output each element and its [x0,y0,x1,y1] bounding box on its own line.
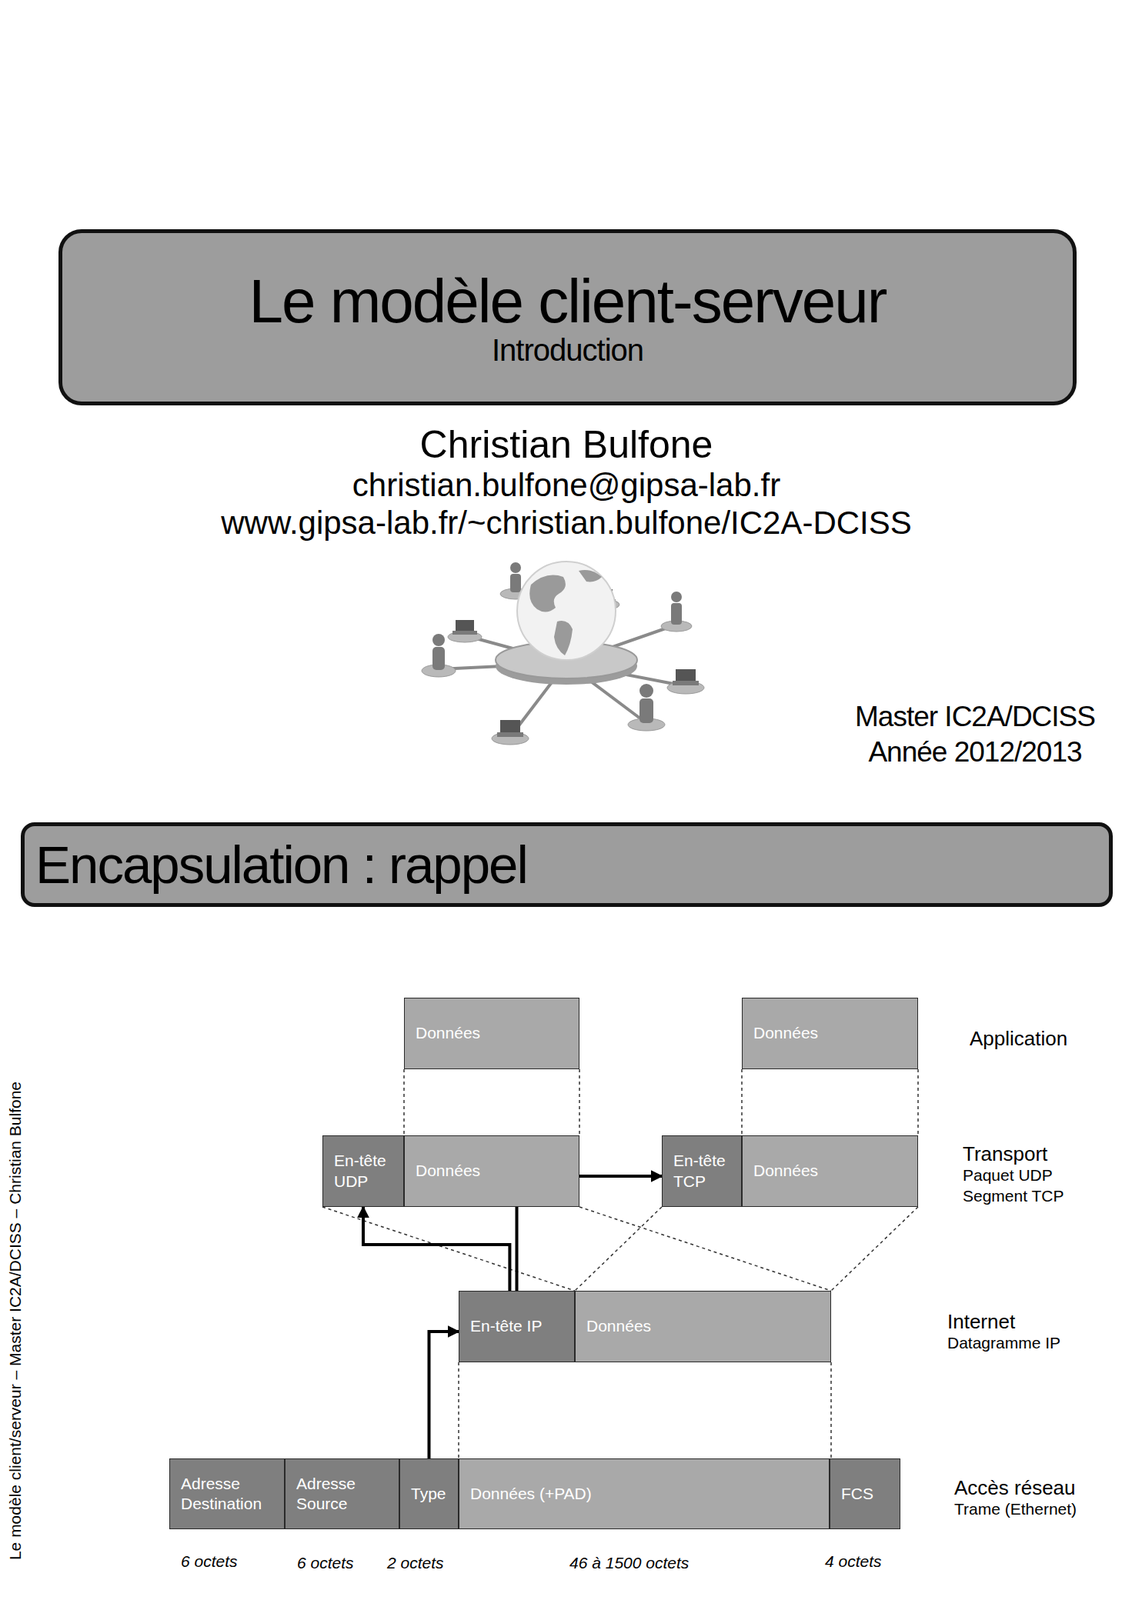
size-label: 6 octets [297,1554,354,1573]
section-text: Encapsulation : rappel [35,834,528,896]
section-heading: Encapsulation : rappel [20,822,1113,908]
header-field: En-tête UDP [322,1135,405,1208]
frame-field: Adresse Source [284,1459,400,1530]
course-name: Master IC2A/DCISS [854,701,1096,734]
field-text: Données [753,1161,819,1182]
email: christian.bulfone@gipsa-lab.fr [352,467,781,505]
unit-name: Paquet UDP [962,1166,1053,1186]
data-field: Données [404,1135,580,1208]
field-text: En-tête UDP [333,1151,393,1193]
layer-name: Transport [962,1142,1048,1167]
field-text: FCS [841,1484,874,1505]
layer-name: Application [969,1027,1068,1052]
field-text: Type [410,1484,447,1505]
size-label: 4 octets [824,1552,882,1572]
size-label: 6 octets [180,1552,238,1572]
frame-field: Données (+PAD) [458,1459,830,1530]
encapsulation-arrow [363,1207,510,1292]
unit-name: Datagramme IP [947,1334,1061,1353]
frame-field: Adresse Destination [169,1459,285,1530]
field-text: Données (+PAD) [470,1484,592,1505]
frame-field: Type [399,1459,459,1530]
field-text: Adresse Source [296,1474,388,1516]
layer-name: Internet [947,1310,1016,1335]
field-text: Adresse Destination [180,1474,274,1516]
data-field: Données [574,1291,832,1363]
url: www.gipsa-lab.fr/~christian.bulfone/IC2A… [220,504,912,542]
footer-text: Le modèle client/serveur – Master IC2A/D… [6,1081,25,1561]
field-text: Données [415,1161,481,1182]
header-field: En-tête TCP [661,1135,742,1208]
field-text: Données [753,1023,819,1044]
author-name: Christian Bulfone [420,422,714,468]
data-field: Données [741,998,919,1070]
title-text: Le modèle client-serveur [249,269,887,334]
data-field: Données [741,1135,919,1208]
frame-field: FCS [829,1459,901,1530]
size-label: 46 à 1500 octets [569,1554,689,1573]
field-text: En-tête IP [470,1316,542,1337]
data-field: Données [404,998,580,1070]
encapsulation-arrow [429,1332,460,1460]
layer-name: Accès réseau [954,1476,1076,1501]
field-text: En-tête TCP [673,1151,731,1193]
size-label: 2 octets [387,1554,445,1573]
unit-name: Trame (Ethernet) [954,1500,1077,1520]
year: Année 2012/2013 [868,736,1082,769]
field-text: Données [586,1316,652,1337]
title-box: Le modèle client-serveurIntroduction [58,229,1077,406]
unit-name: Segment TCP [962,1187,1065,1206]
subtitle-text: Introduction [491,333,644,367]
field-text: Données [415,1023,481,1044]
header-field: En-tête IP [458,1291,575,1363]
